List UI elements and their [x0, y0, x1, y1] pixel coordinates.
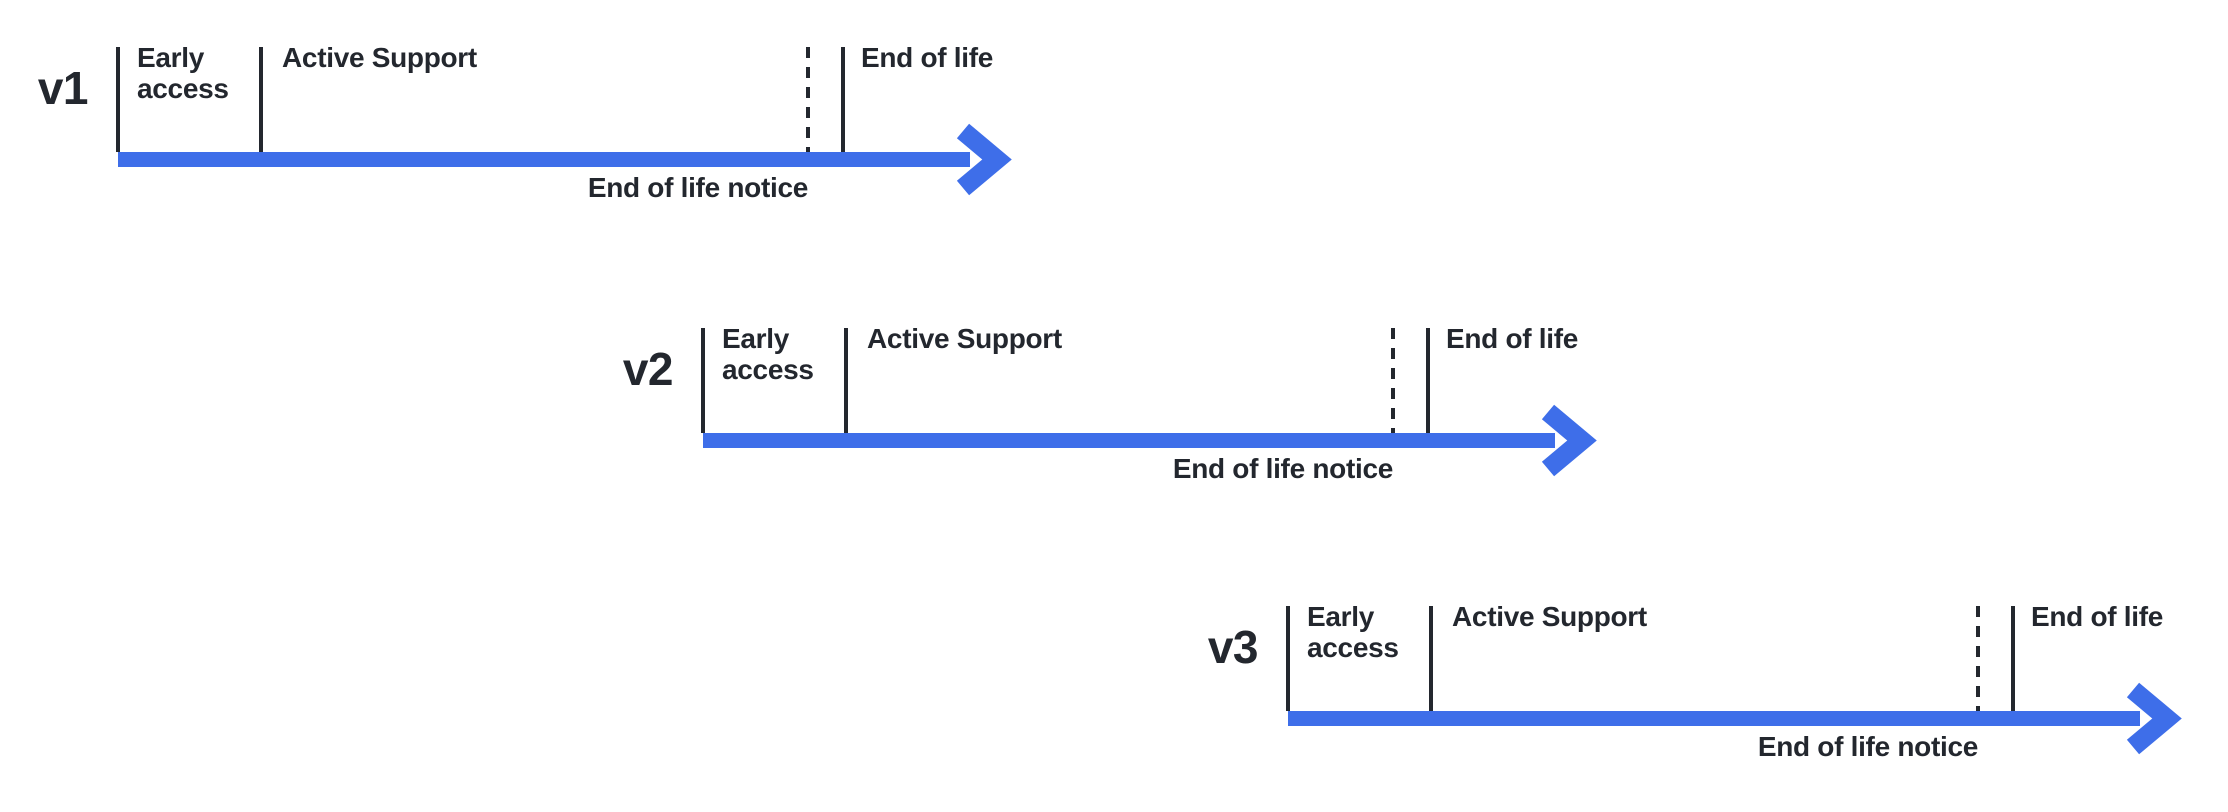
- end-of-life-label: End of life: [1446, 323, 1579, 354]
- active-support-start-tick: [1429, 606, 1433, 711]
- eol-notice-dashed-tick: [1391, 328, 1395, 433]
- early-access-label: Early access: [1307, 601, 1399, 663]
- version-label: v3: [1207, 621, 1259, 673]
- arrowhead-icon: [956, 123, 1012, 196]
- active-support-label: Active Support: [1452, 601, 1647, 632]
- timeline-arrow-shaft: [1288, 711, 2140, 726]
- eol-notice-dashed-tick: [806, 47, 810, 152]
- end-of-life-tick: [841, 47, 845, 152]
- timeline-v2: v2 Early access Active Support End of li…: [623, 323, 1623, 568]
- early-access-start-tick: [1286, 606, 1290, 711]
- end-of-life-notice-label: End of life notice: [587, 172, 808, 203]
- end-of-life-notice-label: End of life notice: [1172, 453, 1393, 484]
- timeline-arrow-shaft: [703, 433, 1555, 448]
- end-of-life-notice-label: End of life notice: [1757, 731, 1978, 762]
- active-support-start-tick: [844, 328, 848, 433]
- end-of-life-label: End of life: [2031, 601, 2164, 632]
- end-of-life-tick: [1426, 328, 1430, 433]
- end-of-life-label: End of life: [861, 42, 994, 73]
- active-support-label: Active Support: [867, 323, 1062, 354]
- early-access-label: Early access: [722, 323, 814, 385]
- early-access-start-tick: [701, 328, 705, 433]
- active-support-label: Active Support: [282, 42, 477, 73]
- timeline-v1: v1 Early access Active Support End of li…: [38, 42, 1038, 287]
- version-label: v2: [622, 343, 674, 395]
- version-label: v1: [37, 62, 89, 114]
- early-access-label: Early access: [137, 42, 229, 104]
- active-support-start-tick: [259, 47, 263, 152]
- end-of-life-tick: [2011, 606, 2015, 711]
- arrowhead-icon: [1541, 404, 1597, 477]
- timeline-v3: v3 Early access Active Support End of li…: [1208, 601, 2208, 812]
- timeline-arrow-shaft: [118, 152, 970, 167]
- eol-notice-dashed-tick: [1976, 606, 1980, 711]
- arrowhead-icon: [2126, 682, 2182, 755]
- early-access-start-tick: [116, 47, 120, 152]
